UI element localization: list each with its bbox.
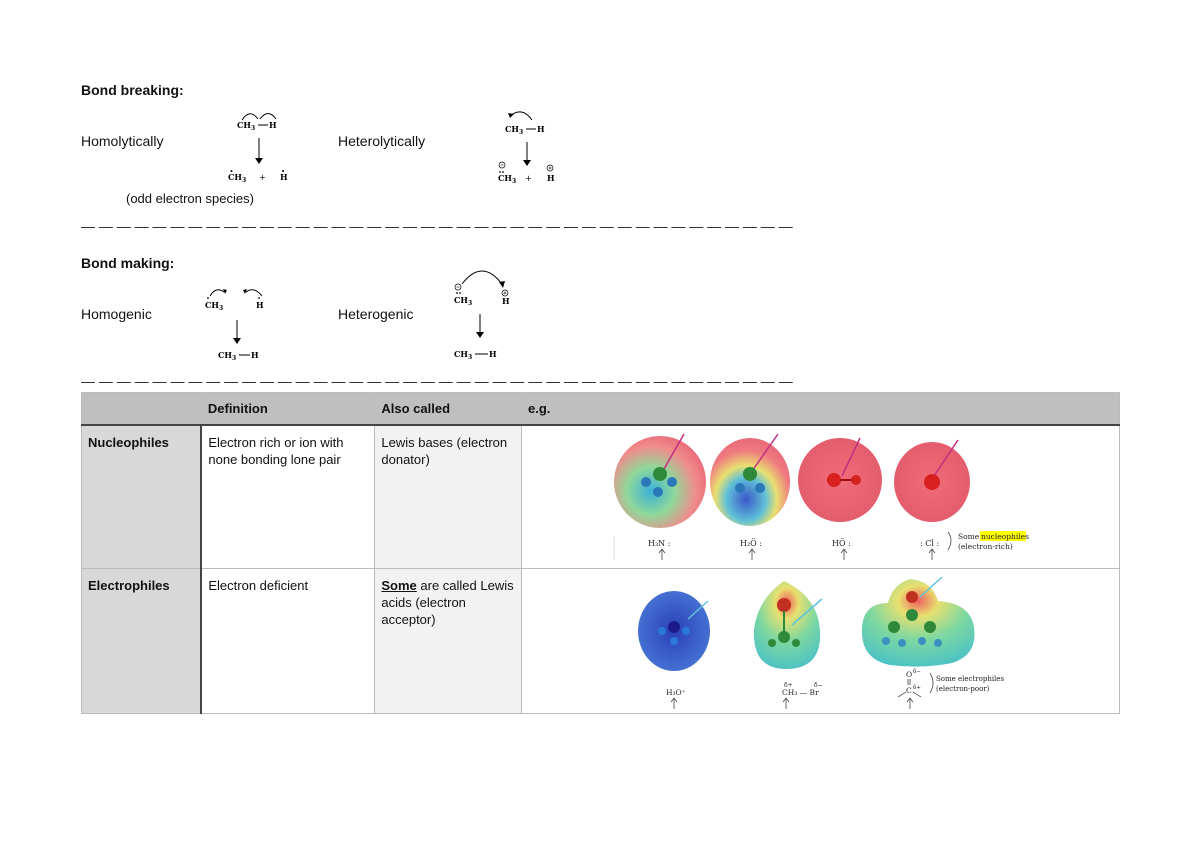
nucleophile-caption-highlight: nucleophiles xyxy=(981,532,1029,541)
nucleophile-potential-maps: H₃N : H₂Ö : HÖ : : Cl : Some nucleophile… xyxy=(613,433,1029,560)
homolytic-cleavage-scheme: CH 3 H CH 3 + H xyxy=(228,113,288,184)
heterogenic-label: Heterogenic xyxy=(338,306,414,322)
some-emphasis: Some xyxy=(381,578,417,593)
carbonyl-c-label: C xyxy=(906,686,912,695)
svg-text:H: H xyxy=(251,350,259,360)
svg-text:δ+: δ+ xyxy=(913,685,921,691)
heterolytic-cleavage-scheme: CH 3 H CH 3 + H xyxy=(498,111,555,185)
nucleophiles-definition: Electron rich or ion with none bonding l… xyxy=(200,424,376,569)
odd-electron-note: (odd electron species) xyxy=(126,191,254,206)
table-header-row: Definition Also called e.g. xyxy=(81,392,1121,426)
h2o-label: H₂Ö : xyxy=(740,539,762,548)
svg-text:3: 3 xyxy=(468,354,472,361)
svg-text:H: H xyxy=(280,172,288,182)
svg-text:CH: CH xyxy=(205,300,219,310)
svg-text:3: 3 xyxy=(219,305,223,312)
carbonyl-o-label: O xyxy=(906,670,912,679)
homogenic-label: Homogenic xyxy=(81,306,152,322)
svg-text:3: 3 xyxy=(519,129,523,136)
heterolytically-label: Heterolytically xyxy=(338,133,426,149)
nucleophile-electrophile-table: Definition Also called e.g. Nucleophiles… xyxy=(81,392,1121,714)
section-divider-1: — — — — — — — — — — — — — — — — — — — — … xyxy=(81,218,793,234)
ch3br-label: CH₃ — Br xyxy=(782,688,819,697)
svg-text:δ−: δ− xyxy=(814,682,823,689)
svg-text:3: 3 xyxy=(232,355,236,362)
cl-label: : Cl : xyxy=(920,539,939,548)
row-name-nucleophiles: Nucleophiles xyxy=(81,424,203,569)
electrophile-caption-1: Some electrophiles xyxy=(936,675,1004,683)
svg-text:3: 3 xyxy=(468,300,472,307)
bond-breaking-heading: Bond breaking: xyxy=(81,82,184,98)
svg-text:CH: CH xyxy=(228,172,242,182)
svg-text:CH: CH xyxy=(454,295,468,305)
svg-text:CH: CH xyxy=(218,350,232,360)
svg-text:H: H xyxy=(547,173,555,183)
nucleophile-caption-rich: (electron-rich) xyxy=(958,542,1013,551)
table-row-nucleophiles: Nucleophiles Electron rich or ion with n… xyxy=(81,424,1121,569)
svg-text:+: + xyxy=(259,173,266,182)
ho-label: HÖ : xyxy=(832,539,851,548)
electrophiles-definition: Electron deficient xyxy=(200,568,376,714)
h-text: H xyxy=(269,120,277,130)
ch3-text: CH xyxy=(237,120,251,130)
svg-text:CH: CH xyxy=(454,349,468,359)
svg-text:+: + xyxy=(525,174,532,183)
also-called-rest: are called Lewis acids (electron accepto… xyxy=(381,578,514,627)
svg-text:H: H xyxy=(489,349,497,359)
svg-text:H: H xyxy=(256,300,264,310)
nucleophiles-example-figure: H₃N : H₂Ö : HÖ : : Cl : Some nucleophile… xyxy=(520,424,1121,569)
header-definition: Definition xyxy=(200,392,376,426)
header-also-called: Also called xyxy=(374,392,522,426)
nucleophiles-also-called: Lewis bases (electron donator) xyxy=(374,424,522,569)
svg-text:δ+: δ+ xyxy=(784,682,793,689)
section-divider-2: — — — — — — — — — — — — — — — — — — — — … xyxy=(81,373,793,389)
svg-text:H: H xyxy=(537,124,545,134)
homogenic-formation-scheme: CH 3 H CH 3 H xyxy=(205,289,264,362)
h3o-label: H₃O⁺ xyxy=(666,688,686,697)
heterogenic-formation-scheme: CH 3 H CH 3 H xyxy=(454,270,510,361)
electrophile-caption-2: (electron-poor) xyxy=(936,685,990,693)
svg-text:H: H xyxy=(502,296,510,306)
sub3-text: 3 xyxy=(251,125,255,132)
bond-making-heading: Bond making: xyxy=(81,255,175,271)
nh3-label: H₃N : xyxy=(648,539,670,548)
nucleophile-caption-some: Some xyxy=(958,532,980,541)
svg-text:CH: CH xyxy=(505,124,519,134)
electrophile-potential-maps: H₃O⁺ δ+ δ− CH₃ — Br O δ− C δ+ Some elect… xyxy=(637,576,1004,709)
homolytically-label: Homolytically xyxy=(81,133,164,149)
svg-text:CH: CH xyxy=(498,173,512,183)
electrophiles-also-called: Some are called Lewis acids (electron ac… xyxy=(374,568,522,714)
table-row-electrophiles: Electrophiles Electron deficient Some ar… xyxy=(81,568,1121,714)
header-empty xyxy=(81,392,202,426)
svg-text:3: 3 xyxy=(242,177,246,184)
header-eg: e.g. xyxy=(520,392,1121,426)
electrophiles-example-figure: H₃O⁺ δ+ δ− CH₃ — Br O δ− C δ+ Some elect… xyxy=(520,568,1121,714)
row-name-electrophiles: Electrophiles xyxy=(81,568,203,714)
svg-text:3: 3 xyxy=(512,178,516,185)
svg-text:δ−: δ− xyxy=(913,669,921,675)
